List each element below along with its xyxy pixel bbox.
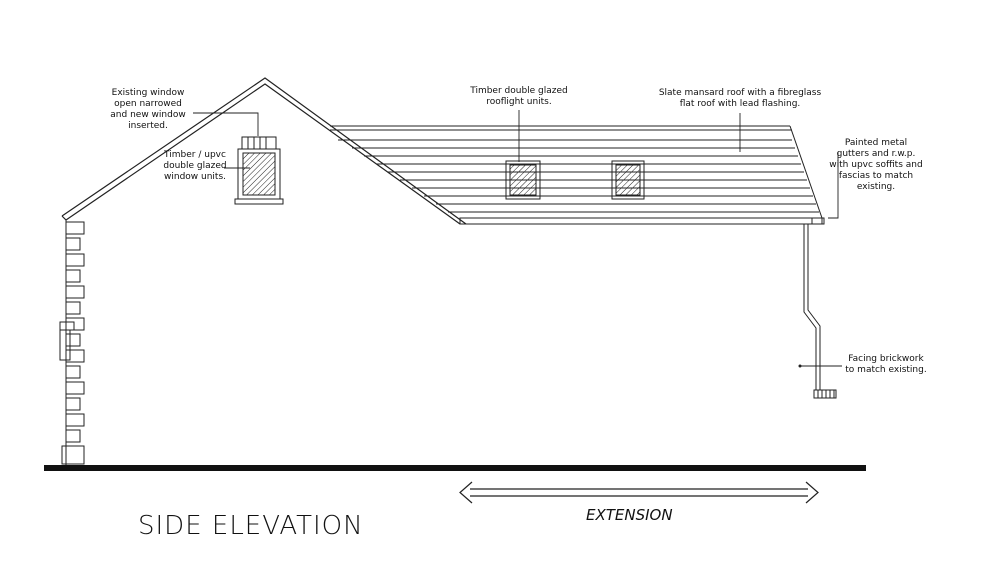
drawing-title: SIDE ELEVATION (138, 511, 364, 541)
extension-arrow (459, 481, 819, 504)
label-rooflight: Timber double glazed rooflight units. (470, 86, 568, 107)
label-timber-upvc-window: Timber / upvc double glazed window units… (163, 150, 227, 182)
rooflight-1 (505, 160, 541, 200)
label-existing-window: Existing window open narrowed and new wi… (110, 88, 186, 131)
mansard-roof (330, 125, 823, 225)
label-gutters: Painted metal gutters and r.w.p. with up… (829, 138, 923, 192)
label-brickwork: Facing brickwork to match existing. (845, 354, 927, 375)
extension-label: EXTENSION (586, 506, 673, 524)
rooflight-2 (611, 160, 645, 200)
gable-window (234, 136, 284, 205)
ground-line (44, 465, 866, 471)
leader-lines (193, 110, 842, 367)
rainwater-pipe (803, 217, 837, 399)
leader-dot (798, 364, 802, 368)
label-slate-roof: Slate mansard roof with a fibreglass fla… (658, 88, 822, 109)
existing-gable-roof (61, 77, 467, 225)
left-wall-quoins (59, 220, 85, 465)
